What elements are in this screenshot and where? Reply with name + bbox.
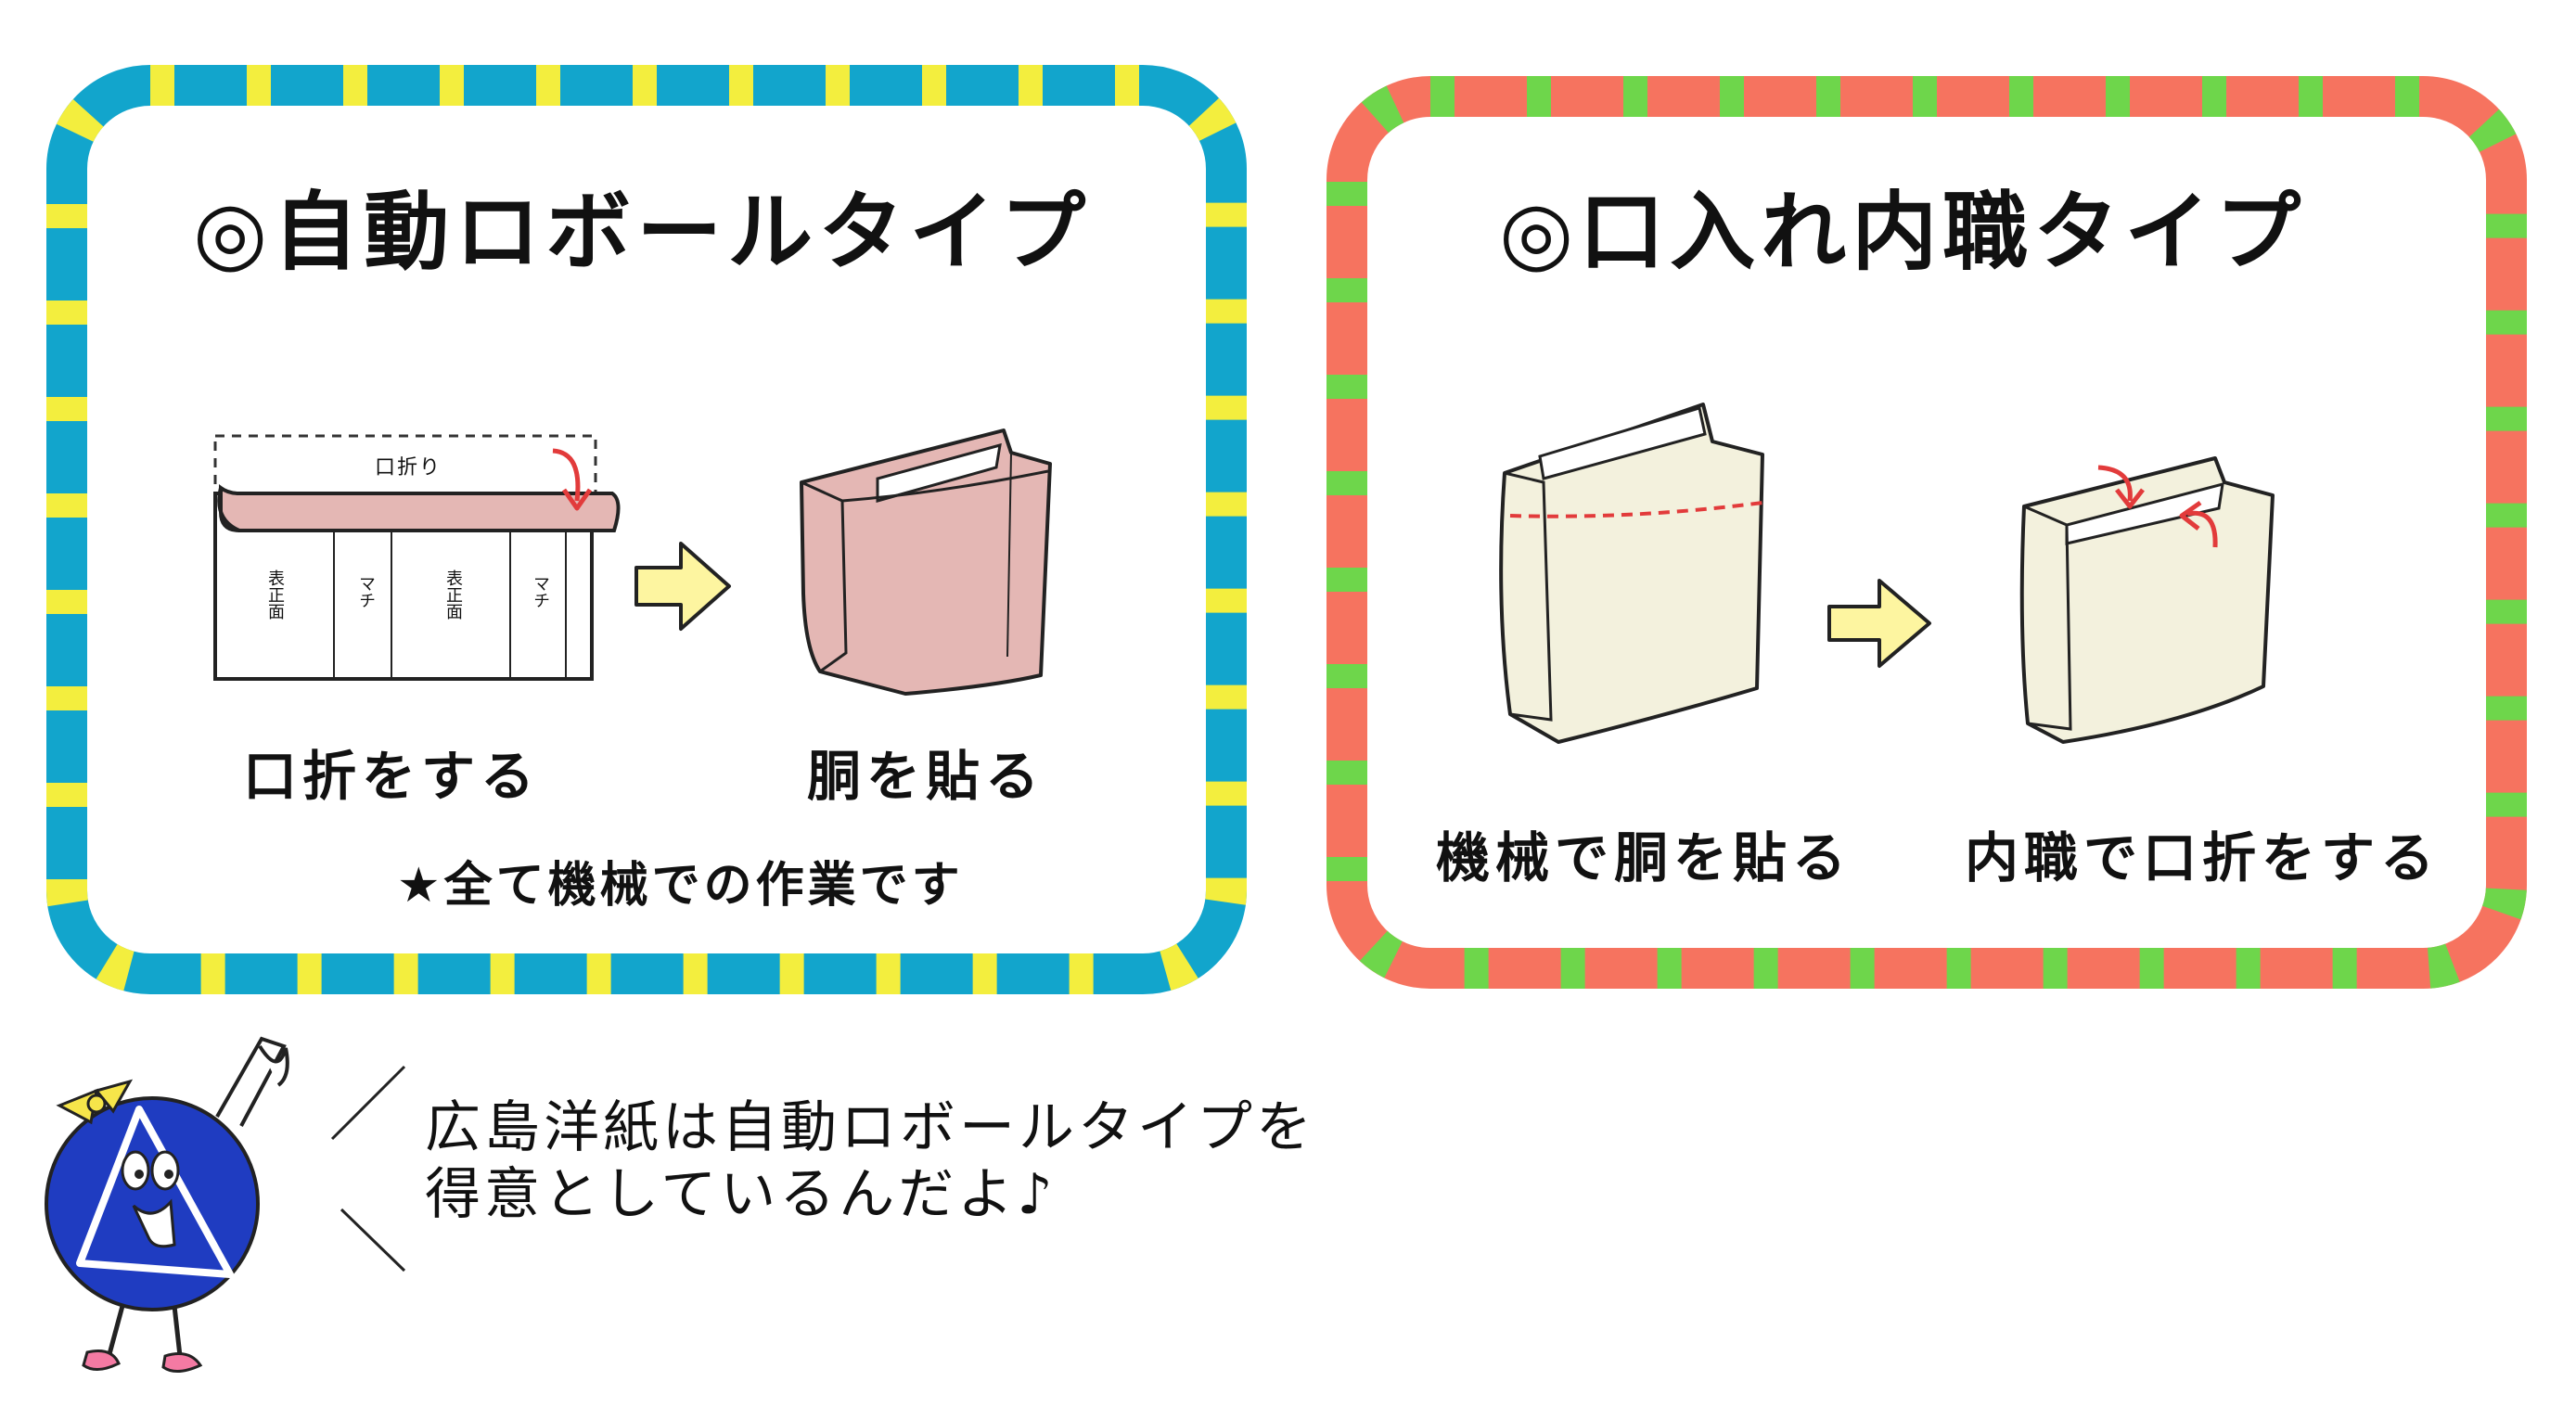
machine-note: ★全て機械での作業です: [397, 858, 964, 914]
right-caption-glue: 機械で胴を貼る: [1436, 826, 1852, 889]
speech-text: 広島洋紙は自動ロボールタイプを 得意としているんだよ♪: [425, 1095, 1315, 1227]
mascot-icon: [45, 1036, 289, 1373]
right-panel-title: ◎口入れ内職タイプ: [1499, 183, 2307, 282]
speech-marks: [330, 1065, 406, 1273]
fold-arrow-icon: [2179, 500, 2218, 548]
right-caption-fold: 内職で口折をする: [1965, 826, 2441, 889]
arrow-right-icon: [1827, 579, 1931, 668]
left-panel-frame: [46, 65, 1247, 994]
segment-label-gusset-1: マチ: [356, 575, 376, 608]
segment-label-front-1: 表正面: [265, 569, 285, 620]
right-panel-frame: [1326, 76, 2527, 989]
folded-flap: [219, 484, 621, 532]
cream-bag-illustration-2: [2019, 456, 2275, 744]
fold-arrow-icon: [2097, 465, 2145, 509]
fold-area-outline: [213, 434, 597, 499]
fold-label: 口折り: [375, 456, 442, 480]
fold-arrow-icon: [552, 448, 593, 511]
segment-label-gusset-2: マチ: [531, 575, 550, 608]
segment-label-front-2: 表正面: [443, 569, 463, 620]
flat-blank-diagram: [213, 434, 621, 681]
left-caption-glue: 胴を貼る: [807, 745, 1045, 808]
left-caption-fold: 口折をする: [243, 745, 541, 808]
pink-bag-illustration: [800, 428, 1052, 696]
left-panel-title: ◎自動ロボールタイプ: [193, 183, 1092, 282]
cream-bag-illustration-1: [1499, 403, 1764, 744]
arrow-right-icon: [634, 542, 731, 631]
